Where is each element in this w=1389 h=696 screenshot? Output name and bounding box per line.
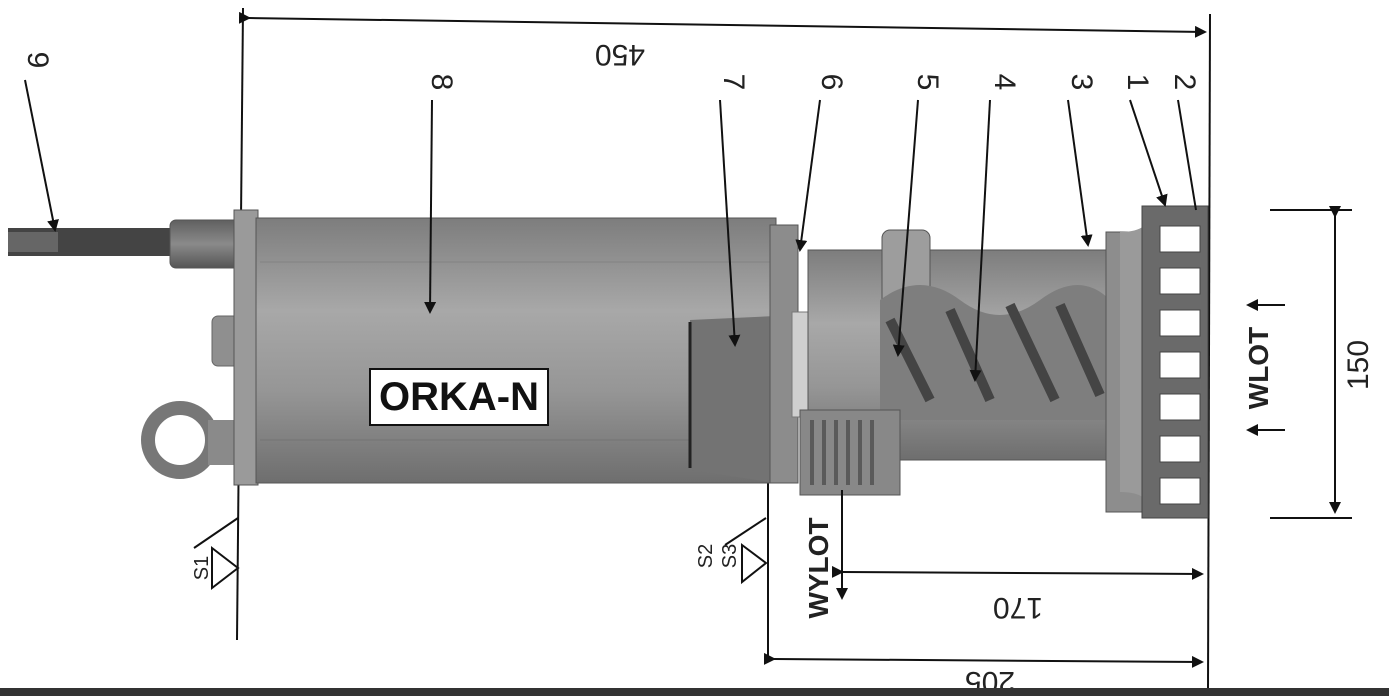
section-s1-label: S1 [191,556,213,580]
bottom-rule [0,688,1389,696]
callouts: 9 8 7 6 5 4 3 1 2 [21,52,1201,382]
dim-overall-label: 450 [595,38,645,71]
callout-1: 1 [1121,74,1154,91]
section-marker-s2-s3: S2 S3 [695,517,768,585]
callout-4: 4 [988,74,1021,91]
outlet-label: WYLOT [803,517,834,618]
dim-overall-line [238,11,1207,38]
section-s3-label: S3 [719,544,741,568]
model-title: ORKA-N [379,375,539,419]
callout-7: 7 [717,74,750,91]
callout-5: 5 [911,74,944,91]
callout-6: 6 [815,74,848,91]
datum-line-base [1207,13,1211,691]
section-marker-s1: S1 [191,517,240,591]
pump-illustration [8,205,1209,519]
dim-outlet-height-line [831,565,1204,580]
dim-inlet-label: 150 [1342,340,1375,390]
dim-205-line [763,652,1204,668]
title-box [369,368,549,426]
callout-9: 9 [21,52,54,69]
rotor-screw [885,302,1105,403]
callout-3: 3 [1065,74,1098,91]
lifting-eye [141,401,219,479]
inlet-label: WLOT [1243,327,1274,409]
callout-2: 2 [1168,74,1201,91]
dim-outlet-height-label: 170 [993,591,1043,624]
callout-8: 8 [425,74,458,91]
section-s2-label: S2 [695,544,717,568]
